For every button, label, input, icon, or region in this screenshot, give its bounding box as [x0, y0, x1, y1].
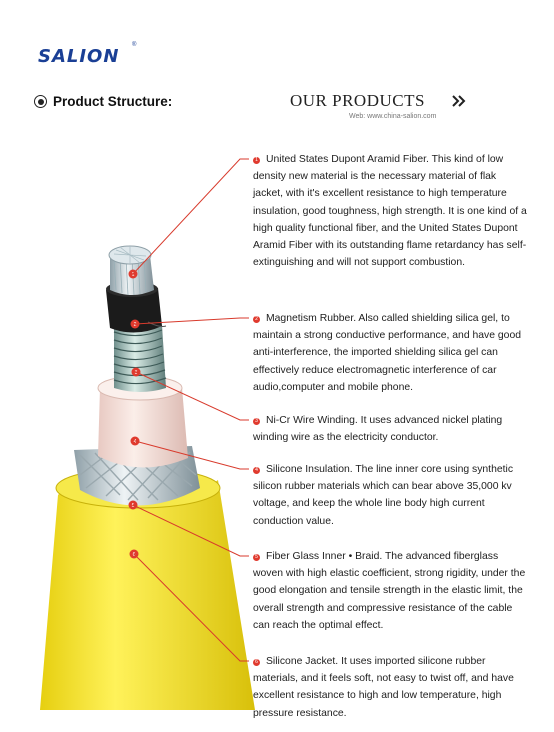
salion-logo: SALION — [38, 46, 138, 72]
website-line: Web: www.china-salion.com — [349, 113, 437, 120]
svg-text:1: 1 — [132, 272, 135, 278]
our-products-title: OUR PRODUCTS — [290, 91, 425, 110]
svg-text:2: 2 — [134, 322, 137, 328]
item-text: Silicone Jacket. It uses imported silico… — [253, 656, 514, 719]
svg-text:5: 5 — [132, 503, 135, 509]
section-heading: Product Structure: — [34, 94, 172, 109]
item-text: Ni-Cr Wire Winding. It uses advanced nic… — [253, 415, 503, 444]
radio-bullet-icon — [34, 95, 47, 108]
svg-text:4: 4 — [134, 439, 137, 445]
double-chevron-icon — [452, 95, 466, 107]
svg-text:3: 3 — [135, 370, 138, 376]
brand-name: SALION — [38, 46, 120, 67]
item-number-badge: 4 — [253, 467, 260, 474]
item-text: Silicone Insulation. The line inner core… — [253, 464, 514, 527]
item-number-badge: 5 — [253, 554, 260, 561]
item-text: United States Dupont Aramid Fiber. This … — [253, 154, 527, 269]
item-text: Magnetism Rubber. Also called shielding … — [253, 313, 522, 393]
item-number-badge: 2 — [253, 316, 260, 323]
item-number-badge: 3 — [253, 418, 260, 425]
item-number-badge: 6 — [253, 659, 260, 666]
section-title: Product Structure: — [53, 94, 173, 109]
item-text: Fiber Glass Inner • Braid. The advanced … — [253, 551, 526, 631]
registered-mark: ® — [132, 42, 137, 48]
svg-text:6: 6 — [133, 552, 136, 558]
item-number-badge: 1 — [253, 157, 260, 164]
